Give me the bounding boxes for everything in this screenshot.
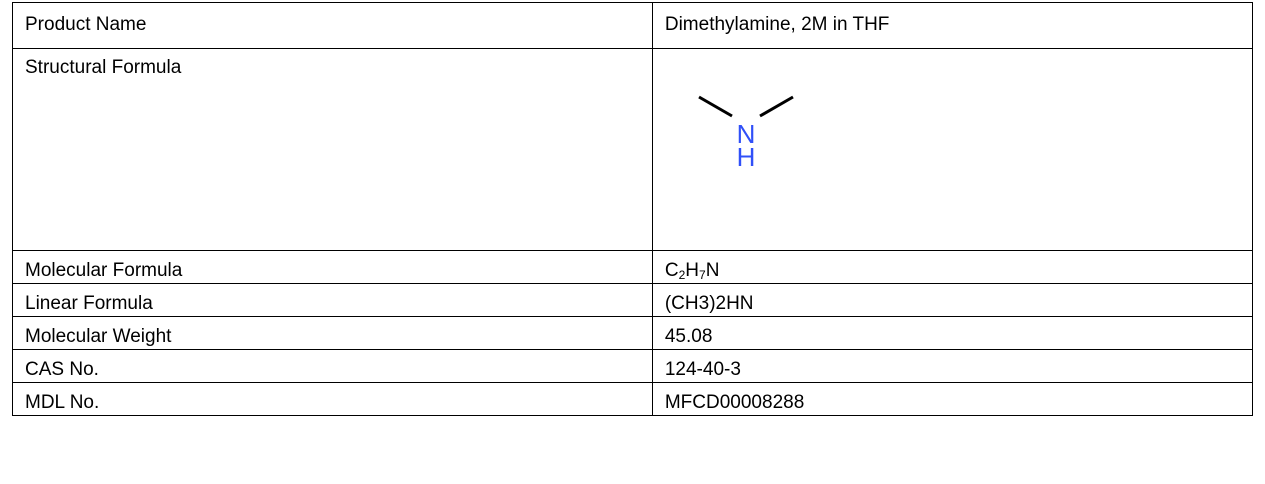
molecular-formula-value: C2H7N — [651, 250, 1254, 284]
table-row: MDL No. MFCD00008288 — [12, 382, 1254, 416]
formula-part: N — [705, 260, 720, 281]
table-row: Molecular Weight 45.08 — [12, 316, 1254, 350]
mdl-number-value: MFCD00008288 — [651, 382, 1254, 416]
row-label: Molecular Weight — [12, 316, 653, 350]
structural-formula-diagram: N H — [698, 95, 794, 167]
row-label: Product Name — [12, 2, 653, 49]
table-row: Structural Formula N H — [12, 48, 1254, 251]
structural-formula-cell: N H — [651, 48, 1254, 251]
table-row: CAS No. 124-40-3 — [12, 349, 1254, 383]
row-label: Structural Formula — [12, 48, 653, 251]
row-label: MDL No. — [12, 382, 653, 416]
table-row: Linear Formula (CH3)2HN — [12, 283, 1254, 317]
product-spec-table: Product Name Dimethylamine, 2M in THF St… — [12, 2, 1254, 416]
row-label: CAS No. — [12, 349, 653, 383]
formula-subscript: 7 — [699, 268, 706, 282]
table-row: Product Name Dimethylamine, 2M in THF — [12, 2, 1254, 49]
bond-right — [759, 95, 794, 118]
product-name-value: Dimethylamine, 2M in THF — [651, 2, 1254, 49]
hydrogen-atom: H — [736, 142, 755, 167]
formula-part: H — [685, 260, 700, 281]
formula-subscript: 2 — [678, 268, 686, 282]
molecular-weight-value: 45.08 — [651, 316, 1254, 350]
nitrogen-atom: N — [736, 119, 755, 149]
bond-left — [698, 95, 733, 118]
linear-formula-value: (CH3)2HN — [651, 283, 1254, 317]
cas-number-value: 124-40-3 — [651, 349, 1254, 383]
row-label: Molecular Formula — [12, 250, 653, 284]
formula-part: C — [664, 260, 679, 281]
row-label: Linear Formula — [12, 283, 653, 317]
table-row: Molecular Formula C2H7N — [12, 250, 1254, 284]
